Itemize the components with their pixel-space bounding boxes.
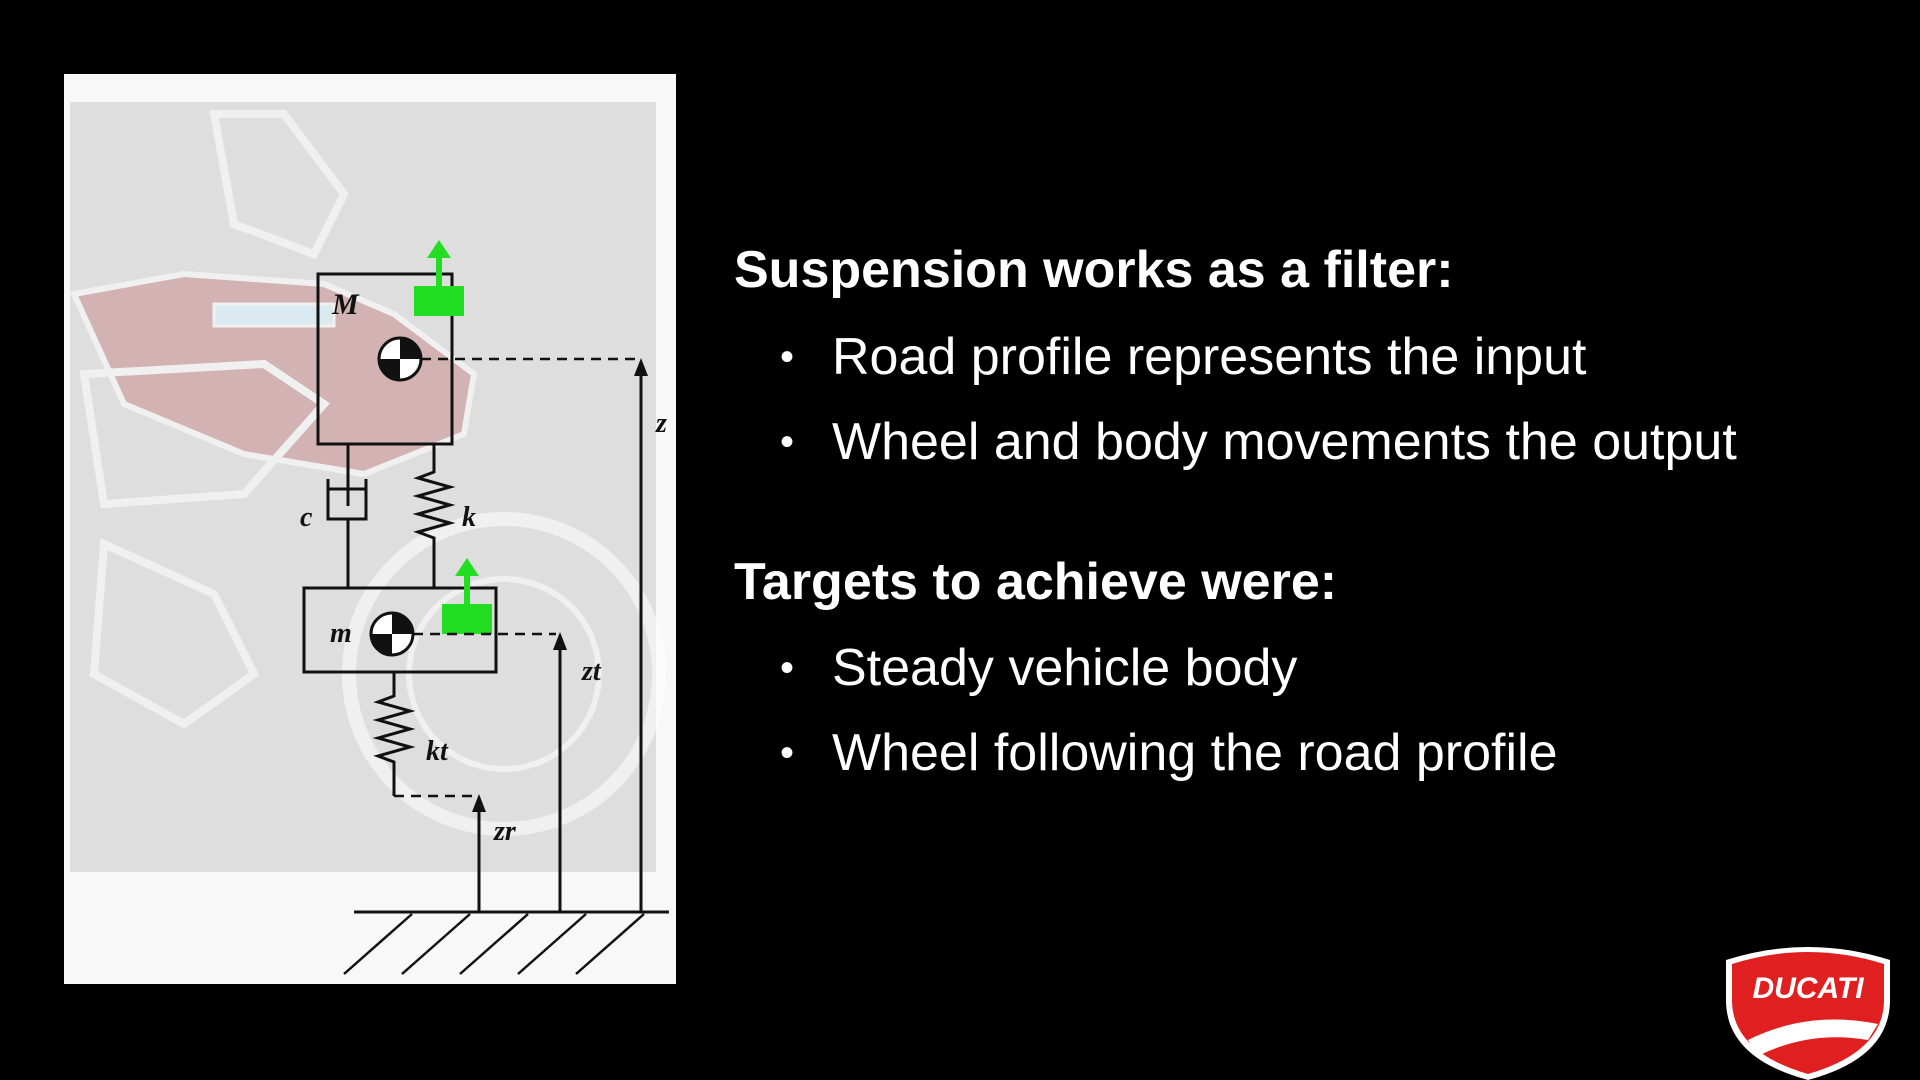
sprung-mass-marker — [414, 286, 464, 316]
list-item: • Steady vehicle body — [780, 626, 1558, 711]
unsprung-mass-label: m — [330, 618, 352, 649]
body-displacement-label: z — [655, 408, 667, 439]
sprung-mass-arrowhead — [427, 240, 451, 258]
bullet-text: Road profile represents the input — [832, 328, 1587, 386]
bullet-dot: • — [780, 420, 795, 464]
sprung-mass-box — [316, 272, 454, 446]
spring-label: k — [462, 502, 476, 533]
section-heading-filter: Suspension works as a filter: — [734, 241, 1454, 299]
bullet-dot: • — [780, 731, 795, 775]
list-item: • Wheel and body movements the output — [780, 400, 1737, 485]
road-displacement-label: zr — [493, 816, 517, 847]
unsprung-mass-box — [302, 586, 498, 674]
bullet-text: Wheel following the road profile — [832, 724, 1558, 782]
z-arrow — [634, 358, 648, 912]
ground-hatch — [343, 910, 669, 975]
unsprung-mass-cg-icon — [369, 611, 415, 657]
logo-text: DUCATI — [1752, 972, 1864, 1005]
zr-arrow — [472, 794, 486, 912]
tire-spring-icon — [372, 672, 416, 796]
sprung-mass-label: M — [331, 288, 360, 321]
spring-icon — [412, 444, 456, 588]
bullet-dot: • — [780, 335, 795, 379]
background-photo-area — [70, 102, 656, 872]
section-heading-targets: Targets to achieve were: — [734, 553, 1338, 611]
unsprung-mass-marker — [442, 604, 492, 634]
unsprung-mass-arrowhead — [455, 558, 479, 576]
bullet-dot: • — [780, 646, 795, 690]
motorcycle-silhouette — [69, 110, 666, 836]
list-item: • Wheel following the road profile — [780, 711, 1558, 796]
bullet-text: Wheel and body movements the output — [832, 413, 1737, 471]
targets-bullet-list: • Steady vehicle body • Wheel following th… — [780, 626, 1558, 796]
sprung-mass-cg-icon — [377, 336, 423, 382]
diagram-svg: M c k m — [69, 102, 669, 975]
damper-icon — [326, 444, 368, 588]
damper-label: c — [300, 502, 313, 533]
wheel-displacement-label: zt — [581, 656, 602, 687]
ducati-logo: DUCATI — [1726, 947, 1890, 1080]
list-item: • Road profile represents the input — [780, 315, 1737, 400]
tire-spring-label-text: kt — [426, 736, 449, 767]
zt-arrow — [553, 632, 567, 912]
bullet-text: Steady vehicle body — [832, 639, 1298, 697]
tire-spring-label: kt — [426, 736, 449, 767]
quarter-car-diagram: M c k m — [64, 74, 676, 984]
logo-swoosh — [1748, 1019, 1878, 1056]
filter-bullet-list: • Road profile represents the input • Whee… — [780, 315, 1737, 485]
